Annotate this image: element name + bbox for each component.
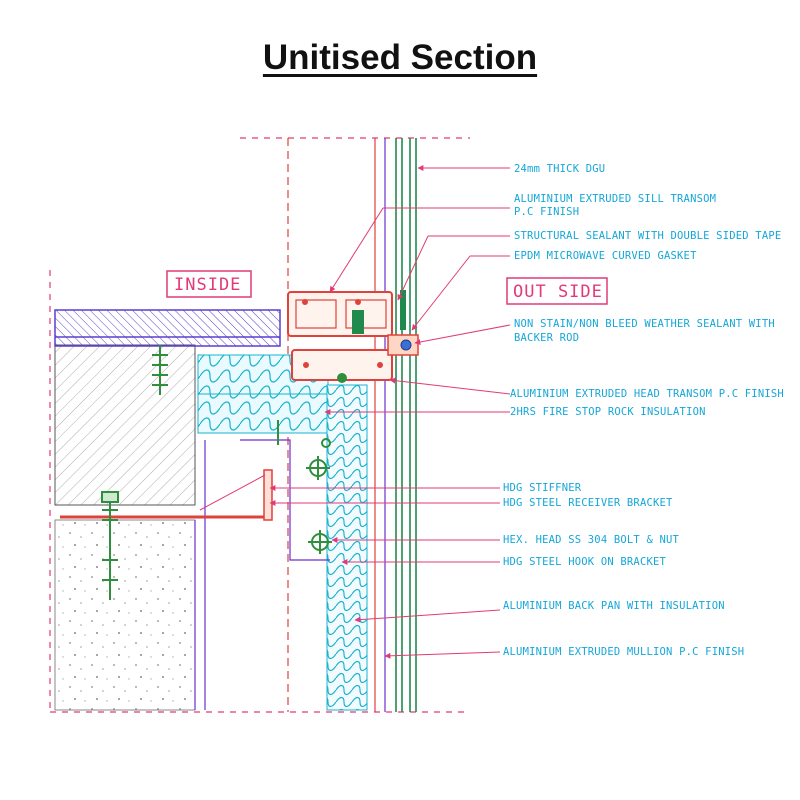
- label-fire-stop: 2HRS FIRE STOP ROCK INSULATION: [510, 406, 706, 418]
- section-boundary: [49, 137, 470, 713]
- label-mullion: ALUMINIUM EXTRUDED MULLION P.C FINISH: [503, 646, 744, 658]
- concrete-column: [54, 440, 206, 711]
- label-weather-sealant: NON STAIN/NON BLEED WEATHER SEALANT WITH: [514, 318, 775, 330]
- outside-tag: OUT SIDE: [506, 277, 608, 305]
- head-transom: [291, 349, 393, 381]
- label-sill-transom: ALUMINIUM EXTRUDED SILL TRANSOM: [514, 193, 716, 205]
- label-back-pan: ALUMINIUM BACK PAN WITH INSULATION: [503, 600, 725, 612]
- dgu-glass: [395, 138, 417, 712]
- hex-bolts: [306, 373, 347, 554]
- concrete-slab: [54, 309, 281, 506]
- label-backer-rod: BACKER ROD: [514, 332, 579, 344]
- label-sill-transom-finish: P.C FINISH: [514, 206, 579, 218]
- label-hdg-stiffner: HDG STIFFNER: [503, 482, 582, 494]
- label-hex-bolt: HEX. HEAD SS 304 BOLT & NUT: [503, 534, 680, 546]
- label-head-transom: ALUMINIUM EXTRUDED HEAD TRANSOM P.C FINI…: [510, 388, 784, 400]
- diagram-title: Unitised Section: [262, 38, 538, 77]
- steel-brackets: [60, 439, 330, 561]
- inside-tag-text: INSIDE: [174, 275, 241, 295]
- weather-seal: [352, 290, 419, 356]
- outside-tag-text: OUT SIDE: [513, 282, 603, 302]
- leader-lines: [269, 165, 511, 659]
- label-hook-on-bracket: HDG STEEL HOOK ON BRACKET: [503, 556, 667, 568]
- anchor-bolts: [101, 345, 279, 600]
- inside-tag: INSIDE: [166, 270, 252, 298]
- back-pan-insulation: [326, 384, 368, 711]
- label-structural-sealant: STRUCTURAL SEALANT WITH DOUBLE SIDED TAP…: [514, 230, 781, 242]
- label-dgu: 24mm THICK DGU: [514, 163, 605, 175]
- sill-transom: [287, 291, 393, 337]
- label-epdm-gasket: EPDM MICROWAVE CURVED GASKET: [514, 250, 697, 262]
- label-receiver-bracket: HDG STEEL RECEIVER BRACKET: [503, 497, 673, 509]
- callout-labels: 24mm THICK DGU ALUMINIUM EXTRUDED SILL T…: [503, 163, 784, 658]
